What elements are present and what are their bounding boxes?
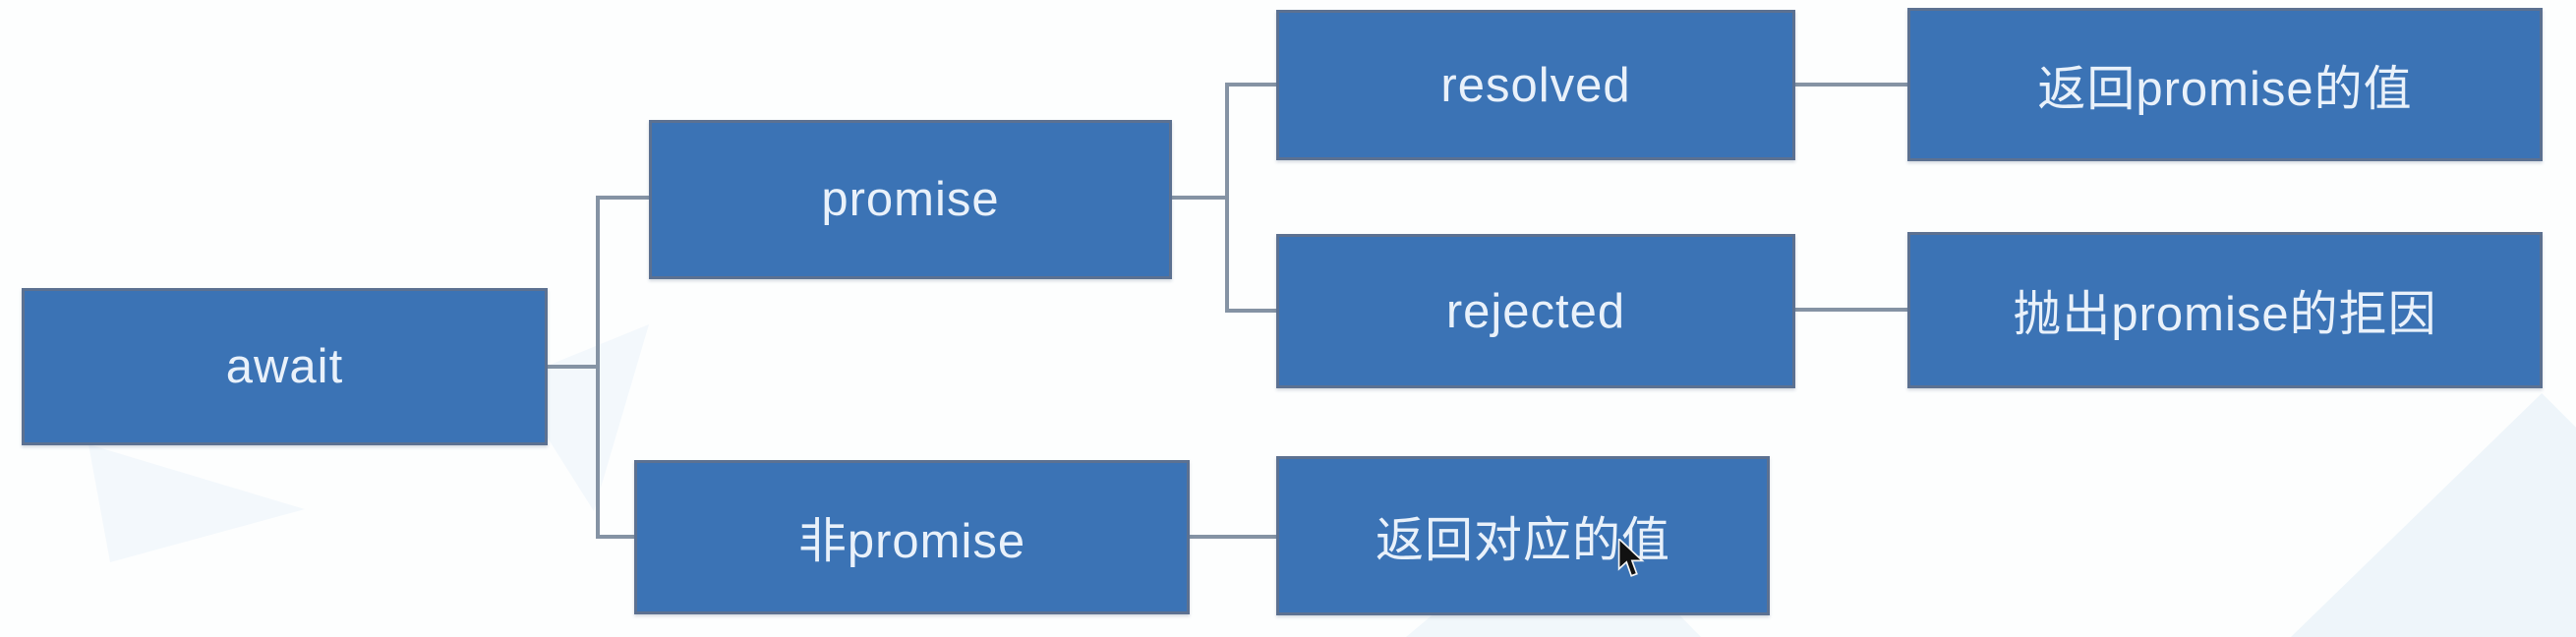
node-rejected: rejected [1276, 234, 1795, 388]
node-rejected-label: rejected [1445, 284, 1626, 338]
node-promise: promise [649, 120, 1172, 279]
node-rejected-result: 抛出promise的拒因 [1907, 232, 2543, 388]
node-resolved-label: resolved [1440, 58, 1631, 112]
background-watermark-shape [88, 444, 305, 562]
node-non-promise-result: 返回对应的值 [1276, 456, 1770, 615]
connector-trunk-promise-branches [1225, 83, 1229, 313]
node-rejected-result-label: 抛出promise的拒因 [2013, 288, 2437, 341]
background-watermark-shape [2291, 393, 2576, 637]
node-resolved-result: 返回promise的值 [1907, 8, 2543, 161]
node-promise-label: promise [821, 173, 1000, 226]
connector-trunk-rejected [1227, 309, 1278, 313]
node-resolved: resolved [1276, 10, 1795, 160]
connector-rejected-result [1795, 308, 1909, 312]
connector-trunk-resolved [1227, 83, 1278, 87]
node-resolved-result-label: 返回promise的值 [2037, 62, 2413, 116]
connector-trunk-non-promise [598, 535, 636, 539]
node-non-promise-result-label: 返回对应的值 [1375, 513, 1670, 567]
connector-trunk-promise [598, 196, 651, 200]
node-non-promise-label: 非promise [797, 515, 1026, 568]
connector-non-promise-result [1190, 535, 1278, 539]
connector-trunk-await-branches [596, 196, 600, 539]
node-await-label: await [225, 340, 344, 393]
node-non-promise: 非promise [634, 460, 1190, 614]
connector-promise-trunk [1172, 196, 1227, 200]
connector-await-trunk [548, 365, 598, 369]
connector-resolved-result [1795, 83, 1909, 87]
node-await: await [22, 288, 548, 445]
